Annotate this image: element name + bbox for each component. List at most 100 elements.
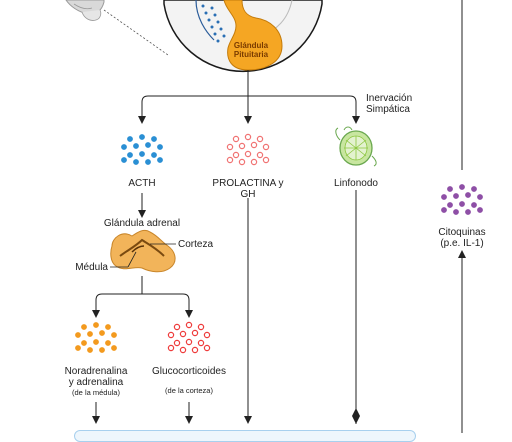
molecule-dot <box>139 151 145 157</box>
molecule-dot <box>238 142 246 150</box>
molecule-dot <box>185 321 193 329</box>
cytokines-label-line2: (p.e. IL-1) <box>440 238 484 249</box>
acth-dot-cluster <box>121 134 163 165</box>
molecule-dot <box>465 209 471 215</box>
noradrenaline-label-line2: y adrenalina <box>68 377 124 388</box>
molecule-dot <box>262 143 270 151</box>
molecule-dot <box>238 158 246 166</box>
noradrenaline-dot-cluster <box>75 322 117 353</box>
innervation-label-line2: Simpática <box>366 104 410 115</box>
molecule-dot <box>477 194 483 200</box>
molecule-dot <box>75 345 81 351</box>
molecule-dot <box>133 143 139 149</box>
molecule-dot <box>477 207 483 213</box>
molecule-dot <box>81 340 87 346</box>
pituitary-label-line1: Glándula <box>233 41 269 50</box>
molecule-dot <box>93 339 99 345</box>
adrenal-gland-illustration <box>110 229 176 273</box>
molecule-dot <box>111 332 117 338</box>
glucocorticoids-sublabel: (de la corteza) <box>165 386 213 395</box>
prolactin-label: PROLACTINA y GH <box>208 178 288 200</box>
molecule-dot <box>99 347 105 353</box>
molecule-dot <box>157 157 163 163</box>
molecule-dot <box>441 194 447 200</box>
pituitary-zoom-circle <box>163 0 323 73</box>
molecule-dot <box>471 202 477 208</box>
molecule-dot <box>250 141 258 149</box>
molecule-dot <box>197 323 205 331</box>
molecule-dot <box>459 184 465 190</box>
bottom-panel-edge <box>74 430 416 442</box>
molecule-dot <box>111 345 117 351</box>
molecule-dot <box>133 159 139 165</box>
molecule-dot <box>453 193 459 199</box>
molecule-dot <box>121 144 127 150</box>
molecule-dot <box>93 322 99 328</box>
molecule-dot <box>75 332 81 338</box>
noradrenaline-label-line1: Noradrenalina <box>64 366 128 377</box>
molecule-dot <box>173 339 181 347</box>
glucocorticoids-label-text: Glucocorticoides <box>152 366 226 377</box>
prolactin-dot-cluster <box>226 133 270 166</box>
molecule-dot <box>441 207 447 213</box>
molecule-dot <box>87 347 93 353</box>
molecule-dot <box>127 152 133 158</box>
molecule-dot <box>250 158 258 166</box>
molecule-dot <box>121 157 127 163</box>
molecule-dot <box>197 339 205 347</box>
innervation-label: Inervación Simpática <box>366 93 412 115</box>
molecule-dot <box>151 152 157 158</box>
pituitary-gland <box>223 0 283 71</box>
pituitary-label: Glándula Pituitaria <box>226 41 276 59</box>
molecule-dot <box>244 133 252 141</box>
acth-label: ACTH <box>128 178 156 189</box>
noradrenaline-label: Noradrenalina y adrenalina (de la médula… <box>56 366 136 397</box>
molecule-dot <box>226 143 234 151</box>
molecule-dot <box>465 192 471 198</box>
noradrenaline-sublabel: (de la médula) <box>72 388 120 397</box>
diagram-canvas <box>65 0 483 433</box>
molecule-dot <box>191 329 199 337</box>
molecule-dot <box>167 344 175 352</box>
cortex-label: Corteza <box>178 239 214 250</box>
molecule-dot <box>232 151 240 159</box>
molecule-dot <box>459 201 465 207</box>
molecule-dot <box>99 330 105 336</box>
lymph-node-label: Linfonodo <box>334 178 378 189</box>
molecule-dot <box>179 330 187 338</box>
adrenal-gland-label: Glándula adrenal <box>103 218 181 229</box>
molecule-dot <box>151 136 157 142</box>
brain-illustration <box>65 0 169 56</box>
molecule-dot <box>256 151 264 159</box>
pituitary-label-line2: Pituitaria <box>233 50 269 59</box>
molecule-dot <box>453 209 459 215</box>
cytokines-label-line1: Citoquinas <box>438 227 486 238</box>
molecule-dot <box>203 331 211 339</box>
molecule-dot <box>157 144 163 150</box>
molecule-dot <box>145 142 151 148</box>
prolactin-label-line2: GH <box>240 189 256 200</box>
molecule-dot <box>87 331 93 337</box>
molecule-dot <box>447 202 453 208</box>
glucocorticoids-dot-cluster <box>167 321 211 354</box>
molecule-dot <box>191 346 199 354</box>
innervation-label-line1: Inervación <box>366 93 413 104</box>
molecule-dot <box>173 323 181 331</box>
molecule-dot <box>232 135 240 143</box>
molecule-dot <box>185 338 193 346</box>
prolactin-label-line1: PROLACTINA y <box>212 178 284 189</box>
molecule-dot <box>81 324 87 330</box>
molecule-dot <box>256 135 264 143</box>
cytokines-label: Citoquinas (p.e. IL-1) <box>422 227 502 249</box>
glucocorticoids-label: Glucocorticoides (de la corteza) <box>144 366 234 395</box>
medulla-label: Médula <box>75 262 108 273</box>
molecule-dot <box>262 156 270 164</box>
molecule-dot <box>167 331 175 339</box>
lymph-node-illustration <box>335 126 377 167</box>
molecule-dot <box>447 186 453 192</box>
molecule-dot <box>139 134 145 140</box>
molecule-dot <box>105 340 111 346</box>
molecule-dot <box>105 324 111 330</box>
molecule-dot <box>226 156 234 164</box>
molecule-dot <box>179 346 187 354</box>
